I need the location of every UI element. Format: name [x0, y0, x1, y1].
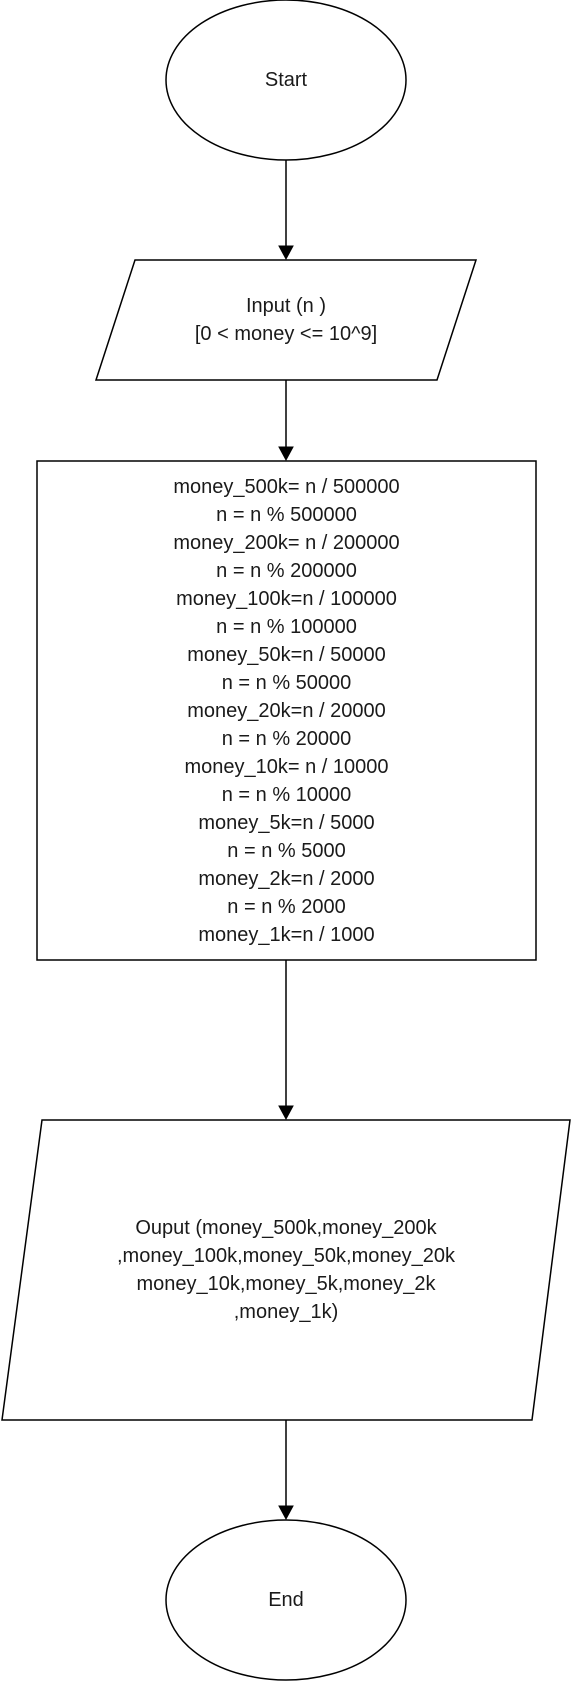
process-label: money_500k= n / 500000 n = n % 500000 mo…: [37, 473, 536, 949]
arrowhead-input-to-process: [278, 446, 294, 462]
output-line: ,money_1k): [233, 1301, 339, 1323]
start-label: Start: [166, 60, 406, 100]
process-line: n = n % 200000: [216, 560, 357, 582]
process-line: money_500k= n / 500000: [173, 476, 400, 498]
input-line: [0 < money <= 10^9]: [194, 323, 378, 345]
output-line: Ouput (money_500k,money_200k: [135, 1217, 437, 1239]
process-line: money_50k=n / 50000: [187, 644, 386, 666]
arrowhead-start-to-input: [278, 245, 294, 261]
output-line: ,money_100k,money_50k,money_20k: [117, 1245, 455, 1267]
process-line: money_20k=n / 20000: [187, 700, 386, 722]
process-line: money_200k= n / 200000: [173, 532, 400, 554]
process-line: n = n % 5000: [227, 840, 346, 862]
process-line: money_10k= n / 10000: [184, 756, 389, 778]
process-line: n = n % 20000: [221, 728, 352, 750]
end-label: End: [166, 1580, 406, 1620]
process-line: money_1k=n / 1000: [198, 924, 375, 946]
process-rectangle: [36, 460, 537, 961]
end-terminator: [165, 1519, 407, 1681]
output-line: money_10k,money_5k,money_2k: [136, 1273, 436, 1295]
input-parallelogram: [94, 259, 478, 381]
process-line: n = n % 500000: [216, 504, 357, 526]
input-line: Input (n ): [245, 295, 327, 317]
process-line: money_5k=n / 5000: [198, 812, 375, 834]
arrowhead-process-to-output: [278, 1105, 294, 1121]
end-text: End: [268, 1589, 304, 1611]
process-line: money_100k=n / 100000: [176, 588, 397, 610]
process-line: n = n % 10000: [221, 784, 352, 806]
process-line: n = n % 100000: [216, 616, 357, 638]
process-line: n = n % 2000: [227, 896, 346, 918]
input-label: Input (n ) [0 < money <= 10^9]: [106, 290, 466, 350]
arrowhead-output-to-end: [278, 1505, 294, 1521]
output-label: Ouput (money_500k,money_200k ,money_100k…: [60, 1210, 512, 1330]
output-parallelogram: [1, 1119, 571, 1421]
process-line: money_2k=n / 2000: [198, 868, 375, 890]
process-line: n = n % 50000: [221, 672, 352, 694]
start-text: Start: [264, 69, 308, 91]
